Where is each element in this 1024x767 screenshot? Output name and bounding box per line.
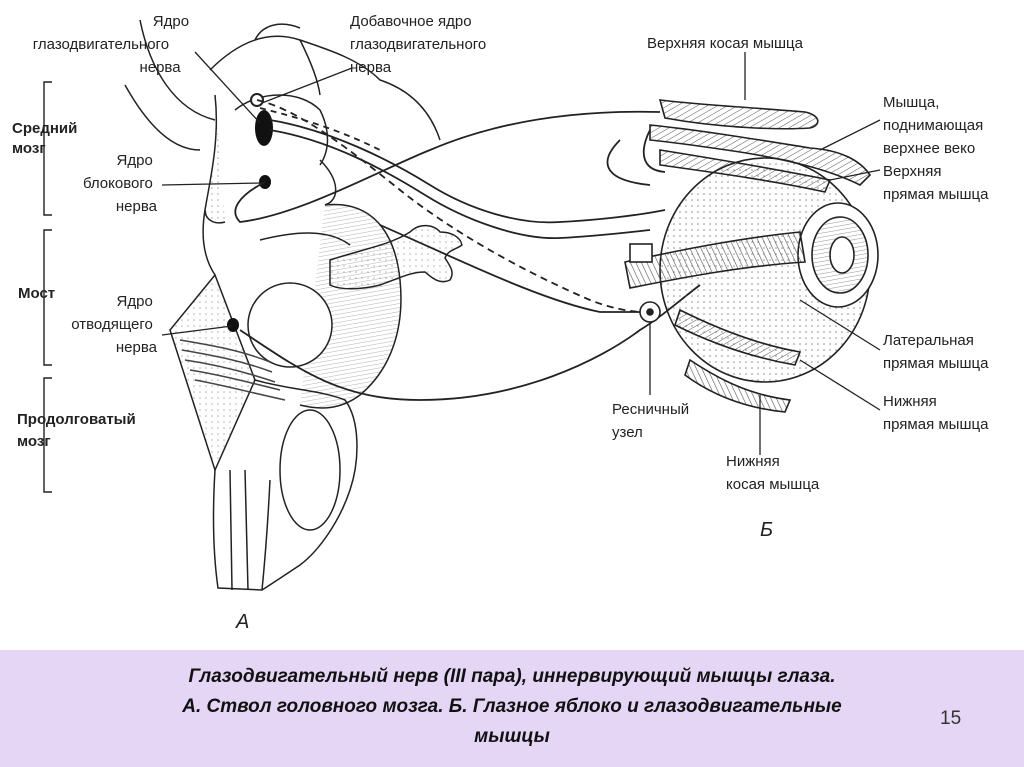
caption-line-1: Глазодвигательный нерв (III пара), иннер… <box>188 666 836 687</box>
caption-band: Глазодвигательный нерв (III пара), иннер… <box>0 650 1024 767</box>
brainstem <box>124 19 463 591</box>
panel-letter-a: А <box>235 611 249 633</box>
label-lateral-rectus: Латеральная прямая мышца <box>883 332 989 372</box>
abducens-nucleus-marker <box>227 318 239 332</box>
caption-line-3: мышцы <box>474 726 550 747</box>
region-brackets <box>43 81 52 493</box>
label-inferior-oblique: Нижняя косая мышца <box>726 453 820 493</box>
label-ciliary-ganglion: Ресничный узел <box>612 401 693 441</box>
labels: Ядро глазодвигательного нерва Добавочное… <box>12 13 989 633</box>
eyeball <box>624 99 879 413</box>
region-pons: Мост <box>18 285 55 302</box>
oculomotor-nucleus-marker <box>255 110 273 146</box>
anatomy-drawing: Ядро глазодвигательного нерва Добавочное… <box>12 13 989 633</box>
label-accessory-nucleus: Добавочное ядро глазодвигательного нерва <box>350 13 490 76</box>
leader-lines <box>161 51 881 455</box>
label-superior-oblique: Верхняя косая мышца <box>647 35 804 52</box>
label-superior-rectus: Верхняя прямая мышца <box>883 163 989 203</box>
label-oculomotor-nucleus: Ядро глазодвигательного нерва <box>33 13 193 76</box>
nerves <box>234 99 701 401</box>
slide-number: 15 <box>940 708 962 729</box>
region-midbrain: Средний мозг <box>12 120 82 157</box>
label-inferior-rectus: Нижняя прямая мышца <box>883 393 989 433</box>
anatomy-figure: Ядро глазодвигательного нерва Добавочное… <box>12 13 989 633</box>
label-levator: Мышца, поднимающая верхнее веко <box>883 94 987 157</box>
label-abducens-nucleus: Ядро отводящего нерва <box>71 293 157 356</box>
panel-letter-b: Б <box>760 519 773 541</box>
region-medulla: Продолговатый мозг <box>17 411 140 450</box>
label-trochlear-nucleus: Ядро блокового нерва <box>83 152 158 215</box>
caption-line-2: А. Ствол головного мозга. Б. Глазное ябл… <box>182 696 842 717</box>
nuclei <box>227 93 273 332</box>
